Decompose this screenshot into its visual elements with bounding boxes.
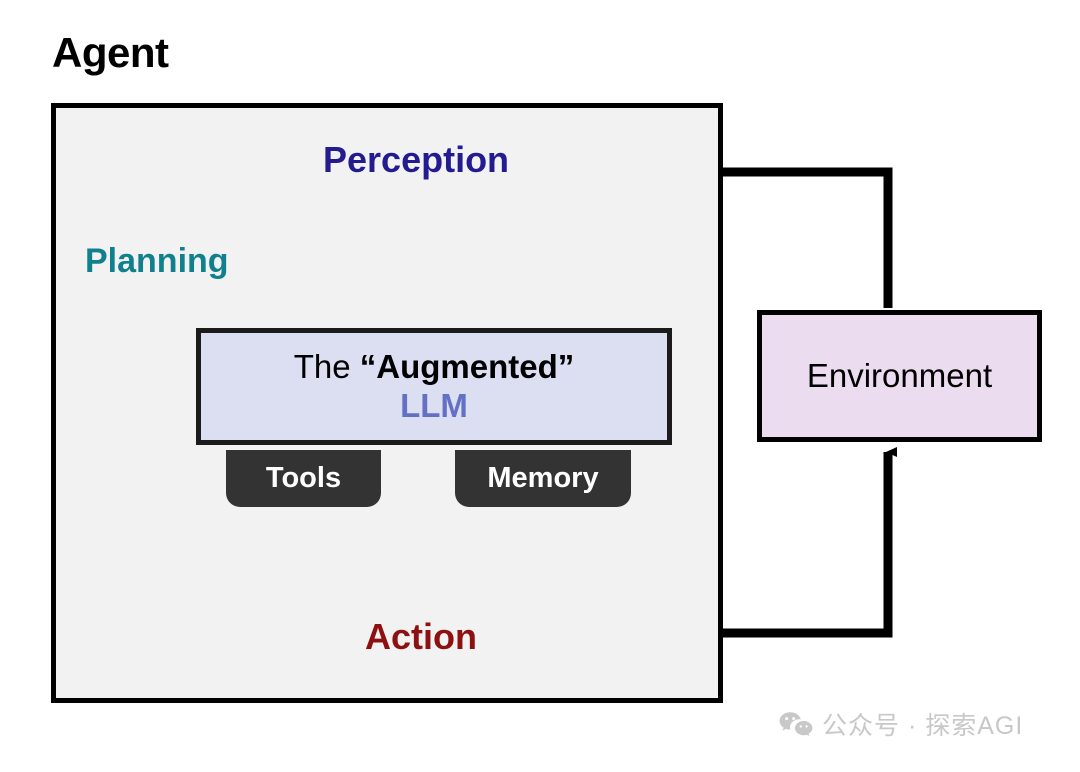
tools-tab-label: Tools [265,462,342,494]
memory-tab-label: Memory [487,462,599,494]
node-action: Action [365,616,477,657]
watermark: 公众号 · 探索AGI [779,706,1023,742]
llm-title-emphasis: “Augmented” [359,347,575,385]
llm-title-line: The “Augmented” [293,347,575,386]
llm-subtitle: LLM [400,386,468,424]
node-memory-tab: Memory [455,450,631,507]
node-perception: Perception [323,139,510,180]
watermark-text: 公众号 · 探索AGI [822,712,1024,740]
node-tools-tab: Tools [226,450,381,507]
node-environment-box: Environment [757,310,1042,442]
page-title: Agent [52,29,169,76]
environment-label: Environment [806,357,993,394]
llm-title-lead: The [293,347,360,385]
node-augmented-llm-box: The “Augmented” LLM [196,328,672,445]
wechat-icon [779,711,813,736]
node-planning: Planning [85,242,229,280]
